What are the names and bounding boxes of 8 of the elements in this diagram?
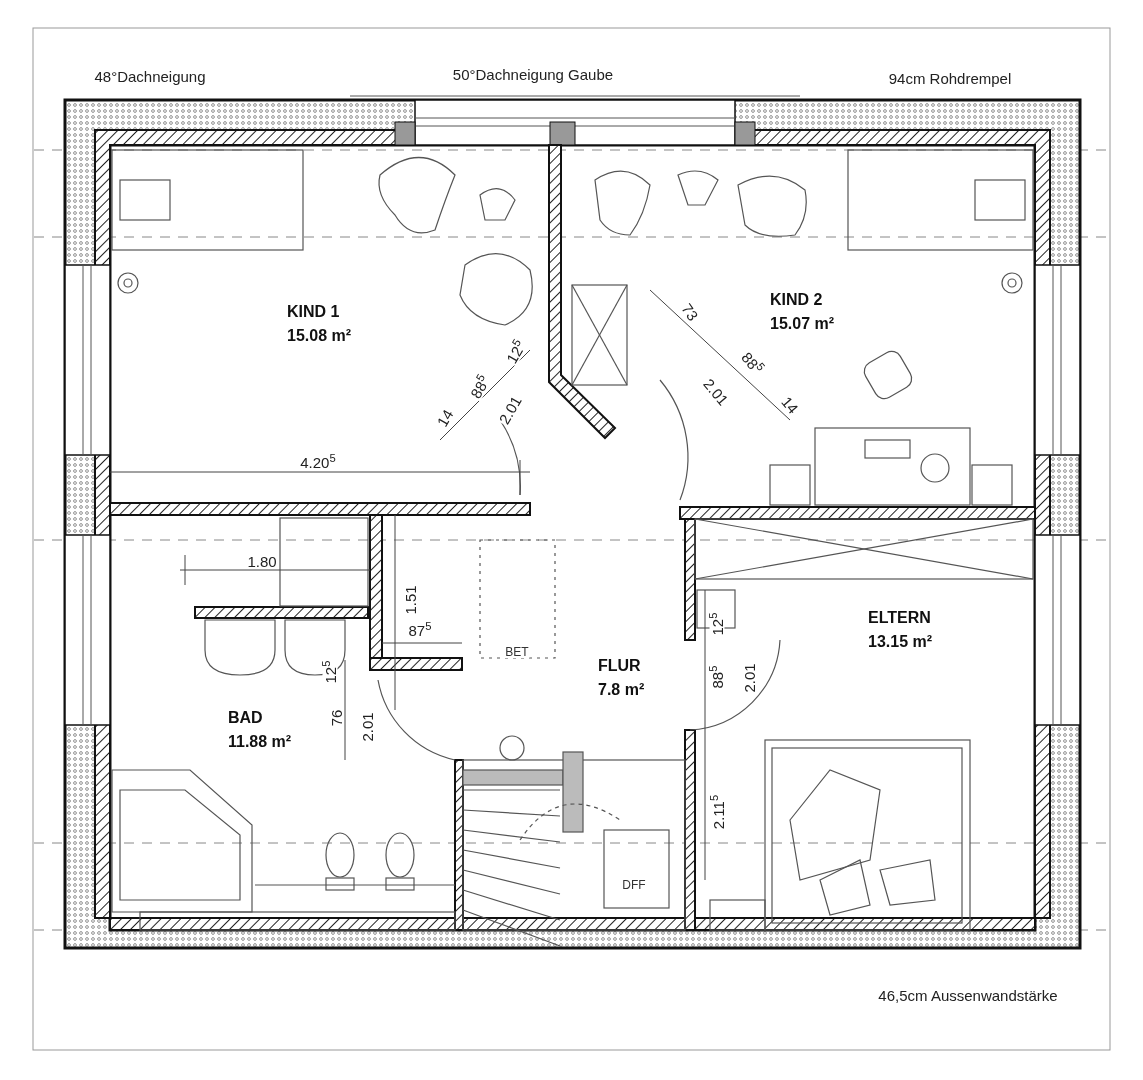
plan-note: 46,5cm Aussenwandstärke [878,985,1058,1006]
symbol-label: BET [504,646,530,658]
plan-note: 48°Dachneigung [94,66,206,87]
plan-note: 94cm Rohdrempel [888,68,1012,89]
dimension-label: 4.20$^{5}$ [299,454,337,470]
plan-note: 50°Dachneigung Gaube [452,64,614,85]
dimension-label: 87$^{5}$ [407,622,433,638]
symbol-label: DFF [621,879,647,891]
